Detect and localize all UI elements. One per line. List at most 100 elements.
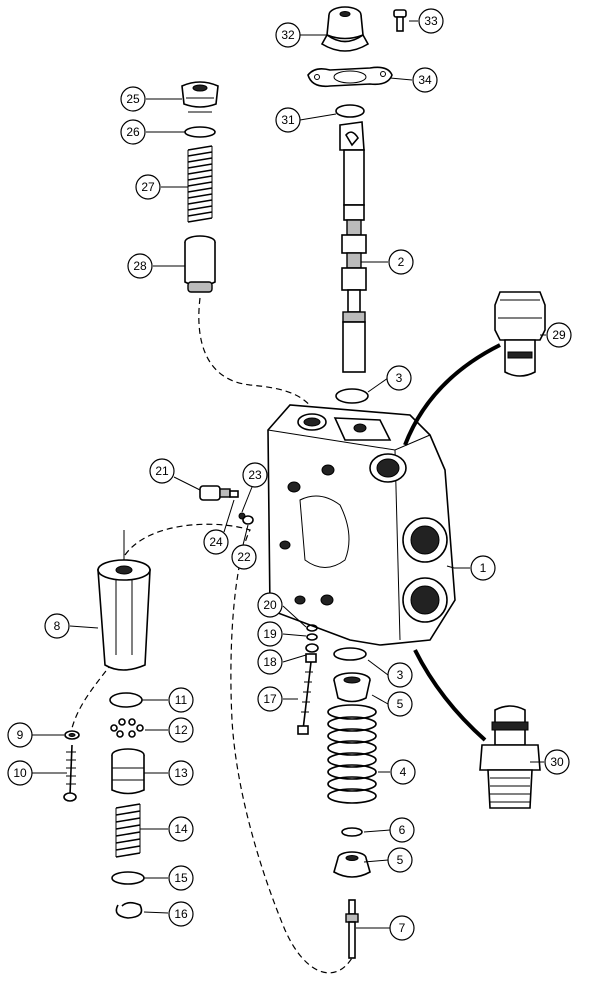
leader-arc-29: [403, 343, 501, 446]
callout-17: 17: [257, 686, 283, 712]
callout-21: 21: [149, 458, 175, 484]
svg-text:15: 15: [174, 871, 188, 885]
callout-3-upper: 3: [386, 365, 412, 391]
callout-32: 32: [275, 22, 301, 48]
part-3-ring-lower: [333, 647, 367, 661]
callout-26: 26: [120, 119, 146, 145]
part-26-oring: [184, 126, 216, 138]
callout-28: 28: [127, 253, 153, 279]
part-31-ring: [335, 104, 365, 118]
callout-10: 10: [7, 760, 33, 786]
callout-18: 18: [257, 649, 283, 675]
dashed-path-8-to-7: [124, 523, 353, 974]
svg-text:33: 33: [424, 14, 438, 28]
svg-text:31: 31: [281, 113, 295, 127]
callout-16: 16: [168, 901, 194, 927]
part-2-spool: [339, 121, 367, 373]
part-5-retainer-upper: [333, 672, 371, 703]
part-15-ring: [111, 871, 145, 885]
svg-text:26: 26: [126, 125, 140, 139]
svg-text:10: 10: [13, 766, 27, 780]
svg-text:21: 21: [155, 464, 169, 478]
svg-text:17: 17: [263, 692, 277, 706]
part-1-valve-body: [267, 404, 456, 646]
svg-text:12: 12: [174, 723, 188, 737]
callout-29: 29: [546, 322, 572, 348]
svg-text:16: 16: [174, 907, 188, 921]
part-14-spring: [115, 803, 141, 858]
dashed-path-28-to-body: [198, 297, 319, 421]
svg-text:8: 8: [54, 619, 61, 633]
svg-text:1: 1: [480, 561, 487, 575]
callout-30: 30: [544, 749, 570, 775]
part-17-screw: [297, 653, 317, 735]
callout-4: 4: [390, 759, 416, 785]
part-3-ring-upper: [335, 388, 369, 404]
part-19-oring: [306, 633, 318, 641]
part-11-washer: [109, 692, 143, 708]
callout-33: 33: [418, 8, 444, 34]
part-10-screw: [63, 744, 77, 802]
svg-text:29: 29: [552, 328, 566, 342]
part-29-cartridge: [494, 291, 546, 377]
callout-14: 14: [168, 816, 194, 842]
svg-text:24: 24: [209, 535, 223, 549]
part-5-retainer-lower: [333, 851, 371, 878]
callout-13: 13: [168, 760, 194, 786]
part-4-spring: [327, 704, 377, 804]
svg-text:18: 18: [263, 655, 277, 669]
svg-text:19: 19: [263, 627, 277, 641]
part-30-cartridge: [479, 705, 541, 809]
part-13-detent: [111, 748, 145, 795]
callout-6: 6: [389, 817, 415, 843]
svg-text:4: 4: [400, 765, 407, 779]
part-28-piston: [184, 235, 216, 293]
callout-5-upper: 5: [387, 691, 413, 717]
part-27-spring: [187, 145, 213, 223]
svg-text:25: 25: [126, 92, 140, 106]
callout-23: 23: [242, 462, 268, 488]
svg-text:32: 32: [281, 28, 295, 42]
svg-text:22: 22: [237, 550, 251, 564]
callout-34: 34: [412, 67, 438, 93]
callout-19: 19: [257, 621, 283, 647]
part-12-balls: [110, 718, 144, 738]
callout-27: 27: [135, 174, 161, 200]
callout-20: 20: [257, 592, 283, 618]
part-34-flange: [307, 66, 393, 88]
callout-3-lower: 3: [387, 662, 413, 688]
part-8-sleeve: [97, 530, 151, 671]
callout-2: 2: [388, 249, 414, 275]
callout-1: 1: [470, 555, 496, 581]
svg-text:30: 30: [550, 755, 564, 769]
svg-text:2: 2: [398, 255, 405, 269]
svg-text:3: 3: [396, 371, 403, 385]
leader-arc-30: [413, 649, 487, 742]
svg-text:5: 5: [397, 853, 404, 867]
svg-text:9: 9: [17, 728, 24, 742]
callout-25: 25: [120, 86, 146, 112]
part-9-nut: [64, 730, 80, 740]
callout-22: 22: [231, 544, 257, 570]
svg-text:6: 6: [399, 823, 406, 837]
callout-8: 8: [44, 613, 70, 639]
part-32-cap: [320, 6, 370, 52]
svg-text:23: 23: [248, 468, 262, 482]
svg-text:27: 27: [141, 180, 155, 194]
part-22-oring: [242, 515, 254, 525]
svg-text:28: 28: [133, 259, 147, 273]
svg-text:7: 7: [399, 921, 406, 935]
svg-text:11: 11: [175, 693, 188, 707]
part-18-seal: [305, 643, 319, 653]
callout-12: 12: [168, 717, 194, 743]
part-21-fitting: [199, 485, 239, 501]
svg-text:3: 3: [397, 668, 404, 682]
part-6-washer: [341, 827, 363, 837]
part-25-plug: [181, 81, 219, 113]
part-7-stem: [345, 899, 359, 959]
svg-text:5: 5: [397, 697, 404, 711]
callout-31: 31: [275, 107, 301, 133]
svg-text:14: 14: [174, 822, 188, 836]
callout-5-lower: 5: [387, 847, 413, 873]
callout-11: 11: [168, 687, 194, 713]
